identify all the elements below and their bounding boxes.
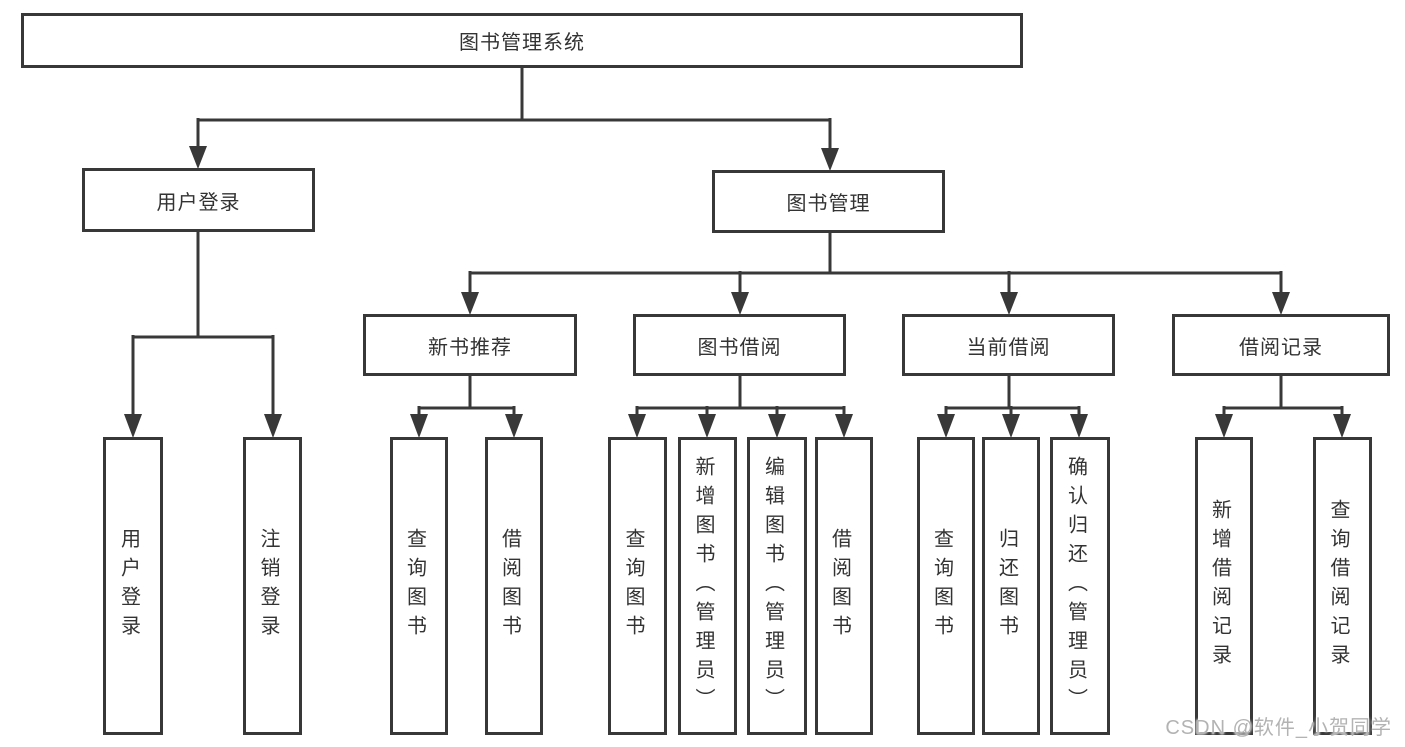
- leaf-query-books: 查询图书: [917, 437, 975, 735]
- node-label: 图书管理系统: [459, 32, 585, 54]
- leaf-label: 确认归还（管理员）: [1064, 455, 1087, 717]
- leaf-label: 新增借阅记录: [1208, 499, 1231, 673]
- node-label: 借阅记录: [1239, 336, 1323, 359]
- leaf-query-books: 查询图书: [608, 437, 667, 735]
- leaf-label: 查询图书: [403, 528, 426, 644]
- leaf-label: 用户登录: [117, 528, 140, 644]
- node-book-management: 图书管理: [712, 170, 945, 233]
- leaf-borrow-books: 借阅图书: [815, 437, 873, 735]
- leaf-label: 编辑图书（管理员）: [761, 455, 784, 717]
- leaf-return-books: 归还图书: [982, 437, 1040, 735]
- leaf-label: 查询借阅记录: [1327, 499, 1349, 673]
- node-label: 用户登录: [156, 191, 241, 214]
- leaf-label: 查询图书: [622, 528, 644, 644]
- leaf-confirm-return-admin: 确认归还（管理员）: [1050, 437, 1110, 735]
- leaf-add-books-admin: 新增图书（管理员）: [678, 437, 737, 735]
- leaf-add-borrow-record: 新增借阅记录: [1195, 437, 1253, 735]
- leaf-logout: 注销登录: [243, 437, 302, 735]
- node-book-borrowing: 图书借阅: [633, 314, 846, 376]
- leaf-label: 注销登录: [257, 528, 279, 644]
- leaf-label: 归还图书: [995, 528, 1018, 644]
- leaf-label: 借阅图书: [498, 528, 521, 644]
- node-user-login: 用户登录: [82, 168, 315, 232]
- node-label: 当前借阅: [966, 336, 1051, 359]
- csdn-watermark: CSDN @软件_小贺同学: [1165, 717, 1392, 739]
- leaf-query-books: 查询图书: [390, 437, 448, 735]
- node-library-management-system: 图书管理系统: [21, 13, 1023, 68]
- node-label: 新书推荐: [428, 336, 512, 359]
- leaf-query-borrow-record: 查询借阅记录: [1313, 437, 1372, 735]
- node-label: 图书借阅: [697, 336, 782, 359]
- leaf-user-login: 用户登录: [103, 437, 163, 735]
- leaf-edit-books-admin: 编辑图书（管理员）: [747, 437, 807, 735]
- arrowheads: [124, 146, 1351, 438]
- node-current-borrowing: 当前借阅: [902, 314, 1115, 376]
- leaf-borrow-books: 借阅图书: [485, 437, 543, 735]
- leaf-label: 新增图书（管理员）: [692, 455, 714, 717]
- leaf-label: 查询图书: [930, 528, 953, 644]
- node-new-book-recommendation: 新书推荐: [363, 314, 577, 376]
- node-label: 图书管理: [786, 193, 871, 215]
- node-borrowing-records: 借阅记录: [1172, 314, 1390, 376]
- connector-strokes: [131, 66, 1344, 416]
- leaf-label: 借阅图书: [828, 528, 851, 644]
